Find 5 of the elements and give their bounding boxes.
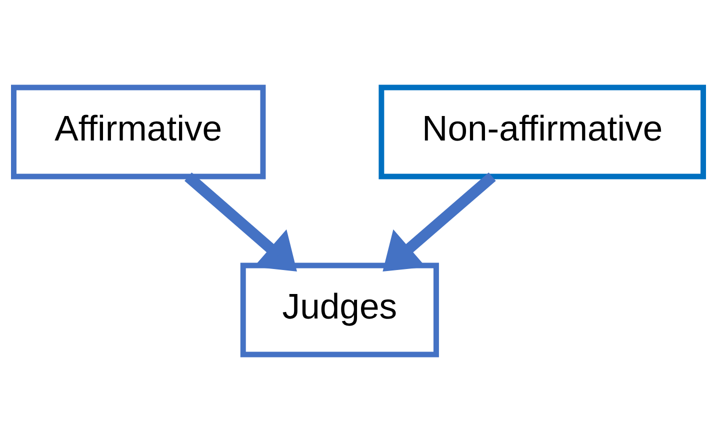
arrow	[382, 172, 496, 271]
node-box: Judges	[240, 262, 439, 357]
arrow	[184, 172, 297, 271]
node-box: Non-affirmative	[378, 84, 706, 179]
node-box: Affirmative	[11, 84, 266, 179]
